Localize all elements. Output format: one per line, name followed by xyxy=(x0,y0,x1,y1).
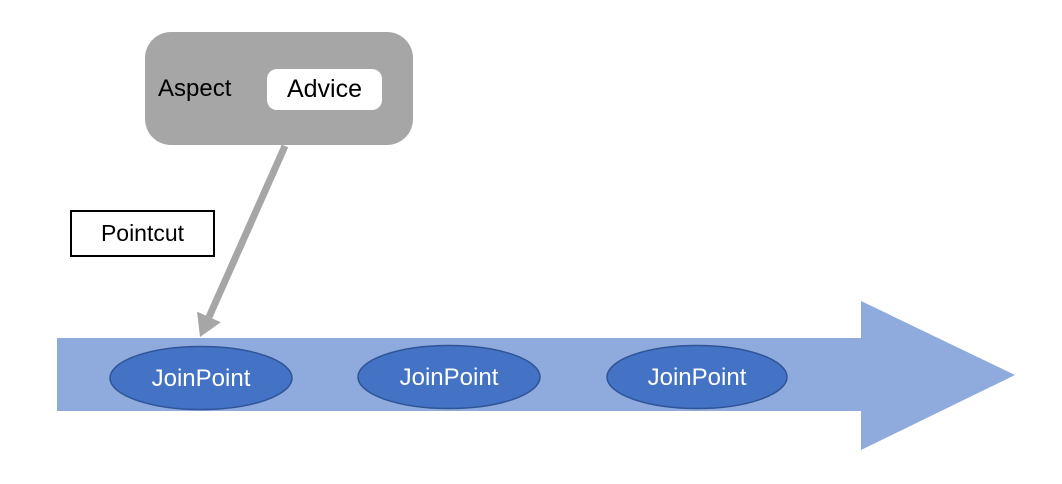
joinpoint-ellipse xyxy=(109,345,293,411)
pointcut-label: Pointcut xyxy=(100,220,185,246)
joinpoint-node: JoinPoint xyxy=(357,344,541,410)
joinpoint-label: JoinPoint xyxy=(648,364,747,391)
pointcut-connector-arrowhead-icon xyxy=(197,311,221,337)
pointcut-box: Pointcut xyxy=(70,210,215,257)
joinpoint-ellipse xyxy=(606,344,788,410)
joinpoint-ellipse xyxy=(357,344,541,410)
aspect-label: Aspect xyxy=(158,74,232,102)
advice-box: Advice xyxy=(267,69,382,110)
joinpoint-node: JoinPoint xyxy=(109,345,293,411)
joinpoint-label: JoinPoint xyxy=(400,364,499,391)
joinpoint-node: JoinPoint xyxy=(606,344,788,410)
pointcut-connector-line xyxy=(205,144,289,319)
joinpoint-label: JoinPoint xyxy=(152,365,251,392)
advice-label: Advice xyxy=(286,75,363,103)
aspect-box: Aspect Advice xyxy=(145,32,413,145)
